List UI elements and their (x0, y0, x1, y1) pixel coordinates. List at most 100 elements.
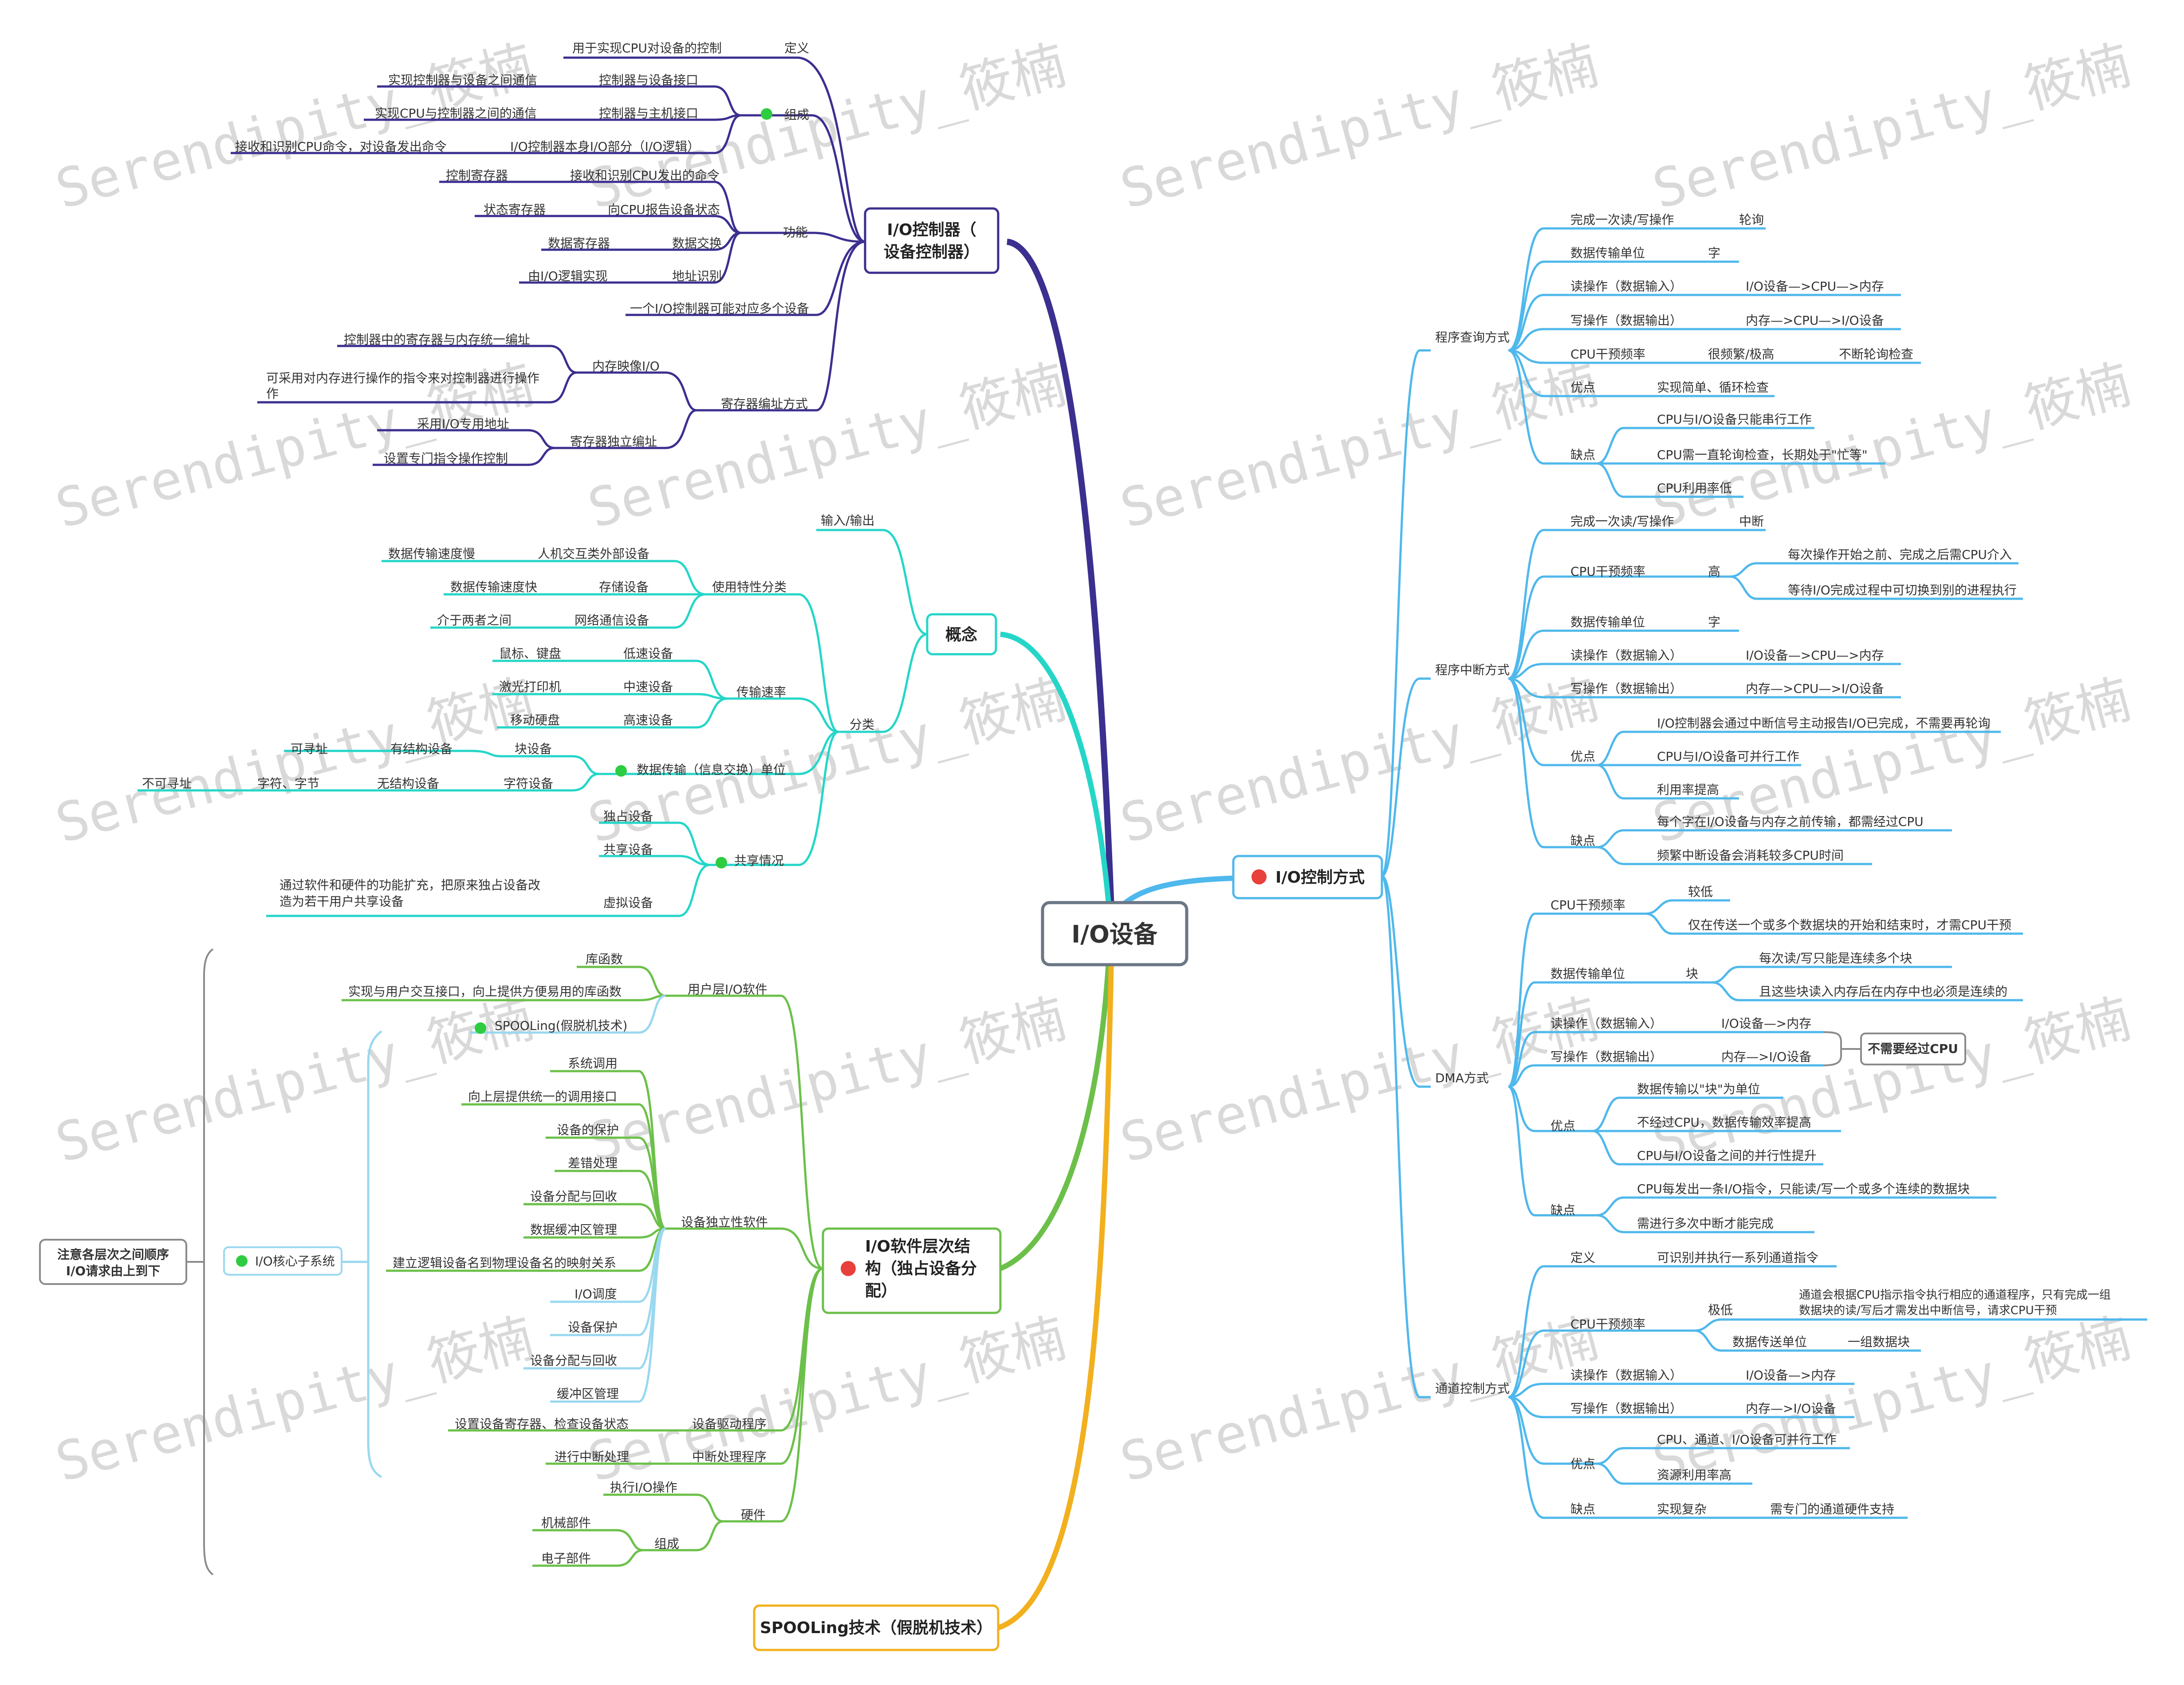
polling-key: 优点 (1570, 380, 1595, 395)
dma-pros-key: 优点 (1550, 1119, 1575, 1133)
unit-label: 数据传输（信息交换）单位 (637, 762, 786, 777)
dma-unit-key: 数据传输单位 (1550, 966, 1625, 981)
interrupt-freq-value: 高 (1708, 564, 1720, 579)
hardware-compose: 组成 (654, 1536, 679, 1551)
function-item-desc: 控制寄存器 (446, 168, 508, 183)
spooling-node[interactable]: SPOOLing技术（假脱机技术） (753, 1604, 1000, 1651)
user-layer-item: 实现与用户交互接口，向上提供方便易用的库函数 (348, 984, 622, 999)
dma-freq-item: 仅在传送一个或多个数据块的开始和结束时，才需CPU干预 (1688, 918, 2011, 932)
dma-note-text: 不需要经过CPU (1868, 1041, 1958, 1056)
watermark: Serendipity_筱楠 (50, 34, 540, 221)
independent-item: 设备的保护 (557, 1123, 619, 1137)
unit-char-sub2: 字符、字节 (257, 776, 319, 791)
dma-unit-item: 且这些块读入内存后在内存中也必须是连续的 (1759, 984, 2007, 999)
composition-item: 控制器与设备接口 (599, 73, 698, 87)
watermark: Serendipity_筱楠 (1114, 668, 1605, 855)
channel-freq-desc: 通道会根据CPU指示指令执行相应的通道程序，只有完成一组 (1799, 1288, 2111, 1302)
hardware-item: 电子部件 (541, 1551, 591, 1566)
use-item-desc: 数据传输速度快 (450, 580, 537, 594)
user-layer-item: 库函数 (586, 952, 623, 966)
channel-unit-key: 数据传送单位 (1732, 1335, 1807, 1349)
composition-item-desc: 接收和识别CPU命令，对设备发出命令 (235, 139, 447, 154)
driver-text: 设置设备寄存器、检查设备状态 (455, 1417, 629, 1431)
dma-note-bracket (1823, 1031, 1861, 1066)
addressing-desc: 控制器中的寄存器与内存统一编址 (344, 332, 530, 347)
addressing-item: 寄存器独立编址 (570, 434, 657, 449)
channel-read-key: 读操作（数据输入） (1570, 1368, 1682, 1383)
concept-io: 输入/输出 (821, 513, 874, 528)
dma-cons-key: 缺点 (1550, 1203, 1575, 1218)
independent-item: 设备分配与回收 (530, 1189, 617, 1204)
channel-cons-key: 缺点 (1570, 1502, 1595, 1516)
function-item-desc: 由I/O逻辑实现 (528, 269, 608, 283)
channel-pros-item: CPU、通道、I/O设备可并行工作 (1657, 1432, 1837, 1447)
polling-value: 实现简单、循环检查 (1657, 380, 1769, 395)
channel-pros-key: 优点 (1570, 1457, 1595, 1471)
subsystem-label: I/O核心子系统 (255, 1254, 335, 1269)
channel-freq-desc: 数据块的读/写后才需发出中断信号，请求CPU干预 (1799, 1304, 2057, 1317)
independent-item: 系统调用 (568, 1056, 618, 1071)
subsystem-node[interactable]: I/O核心子系统 (223, 1246, 342, 1276)
channel-def-key: 定义 (1570, 1250, 1595, 1265)
function-item-desc: 状态寄存器 (484, 202, 546, 217)
speed-item-desc: 激光打印机 (499, 679, 561, 694)
share-item: 独占设备 (603, 809, 653, 824)
controller-title: I/O控制器（ (887, 221, 976, 239)
unit-block: 块设备 (515, 742, 552, 756)
interrupt-value: 字 (1708, 615, 1720, 629)
root-title: I/O设备 (1071, 920, 1158, 948)
channel-label: 通道控制方式 (1435, 1381, 1510, 1396)
watermark: Serendipity_筱楠 (50, 668, 540, 855)
use-item-desc: 数据传输速度慢 (388, 546, 475, 561)
channel-freq-value: 极低 (1708, 1303, 1733, 1317)
watermark: Serendipity_筱楠 (1114, 988, 1605, 1174)
controller-title: 设备控制器） (884, 243, 980, 261)
channel-freq-key: CPU干预频率 (1570, 1317, 1645, 1332)
order-note: I/O请求由上到下 (66, 1264, 160, 1278)
channel-def-value: 可识别并执行一系列通道指令 (1657, 1250, 1818, 1265)
unit-block-sub: 有结构设备 (390, 742, 453, 756)
independent-item: I/O调度 (575, 1287, 617, 1301)
dma-freq-key: CPU干预频率 (1550, 898, 1625, 912)
function-item: 地址识别 (672, 269, 722, 283)
watermark: Serendipity_筱楠 (1114, 34, 1605, 221)
use-label: 使用特性分类 (712, 580, 787, 594)
software-title: I/O软件层次结 (865, 1237, 970, 1256)
polling-cons-item: CPU利用率低 (1657, 481, 1732, 495)
addressing-label: 寄存器编址方式 (721, 397, 808, 411)
concept-branch (138, 529, 928, 917)
watermark: Serendipity_筱楠 (582, 988, 1072, 1174)
concept-node[interactable]: 概念 (926, 613, 997, 656)
controller-node[interactable]: I/O控制器（ 设备控制器） (864, 207, 1000, 274)
polling-cons-item: CPU与I/O设备只能串行工作 (1657, 412, 1812, 427)
polling-value: 字 (1708, 246, 1720, 260)
share-label: 共享情况 (734, 853, 784, 868)
branch-line-concept (1000, 632, 1112, 910)
independent-item: 设备保护 (568, 1320, 618, 1335)
control-node[interactable]: I/O控制方式 (1232, 855, 1383, 899)
watermark: Serendipity_筱楠 (1647, 34, 2137, 221)
composition-item-desc: 实现控制器与设备之间通信 (388, 73, 537, 87)
polling-value2: 不断轮询检查 (1839, 347, 1913, 361)
function-item: 接收和识别CPU发出的命令 (570, 168, 720, 183)
concept-texts: 输入/输出 分类 使用特性分类 人机交互类外部设备 数据传输速度慢 存储设备 数… (142, 513, 874, 910)
concept-unit-dot (615, 765, 627, 777)
polling-key: CPU干预频率 (1570, 347, 1645, 361)
software-node[interactable]: I/O软件层次结 构（独占设备分 配） (822, 1227, 1002, 1314)
control-priority-dot (1251, 869, 1267, 884)
order-bracket (186, 948, 214, 1575)
dma-pros-item: CPU与I/O设备之间的并行性提升 (1637, 1148, 1817, 1163)
root-node[interactable]: I/O设备 (1041, 901, 1188, 966)
speed-item: 低速设备 (623, 646, 673, 661)
controller-composition-dot (761, 108, 772, 120)
software-priority-dot (841, 1261, 856, 1276)
independent-item: 数据缓冲区管理 (530, 1222, 617, 1237)
controller-definition-label: 定义 (784, 41, 809, 55)
unit-char-sub3: 不可寻址 (142, 776, 192, 791)
interrupt-label: 程序中断方式 (1435, 663, 1510, 677)
spooling-dot (475, 1022, 486, 1034)
concept-classify: 分类 (850, 717, 874, 732)
concept-title: 概念 (945, 625, 977, 644)
unit-char-sub: 无结构设备 (377, 776, 439, 791)
